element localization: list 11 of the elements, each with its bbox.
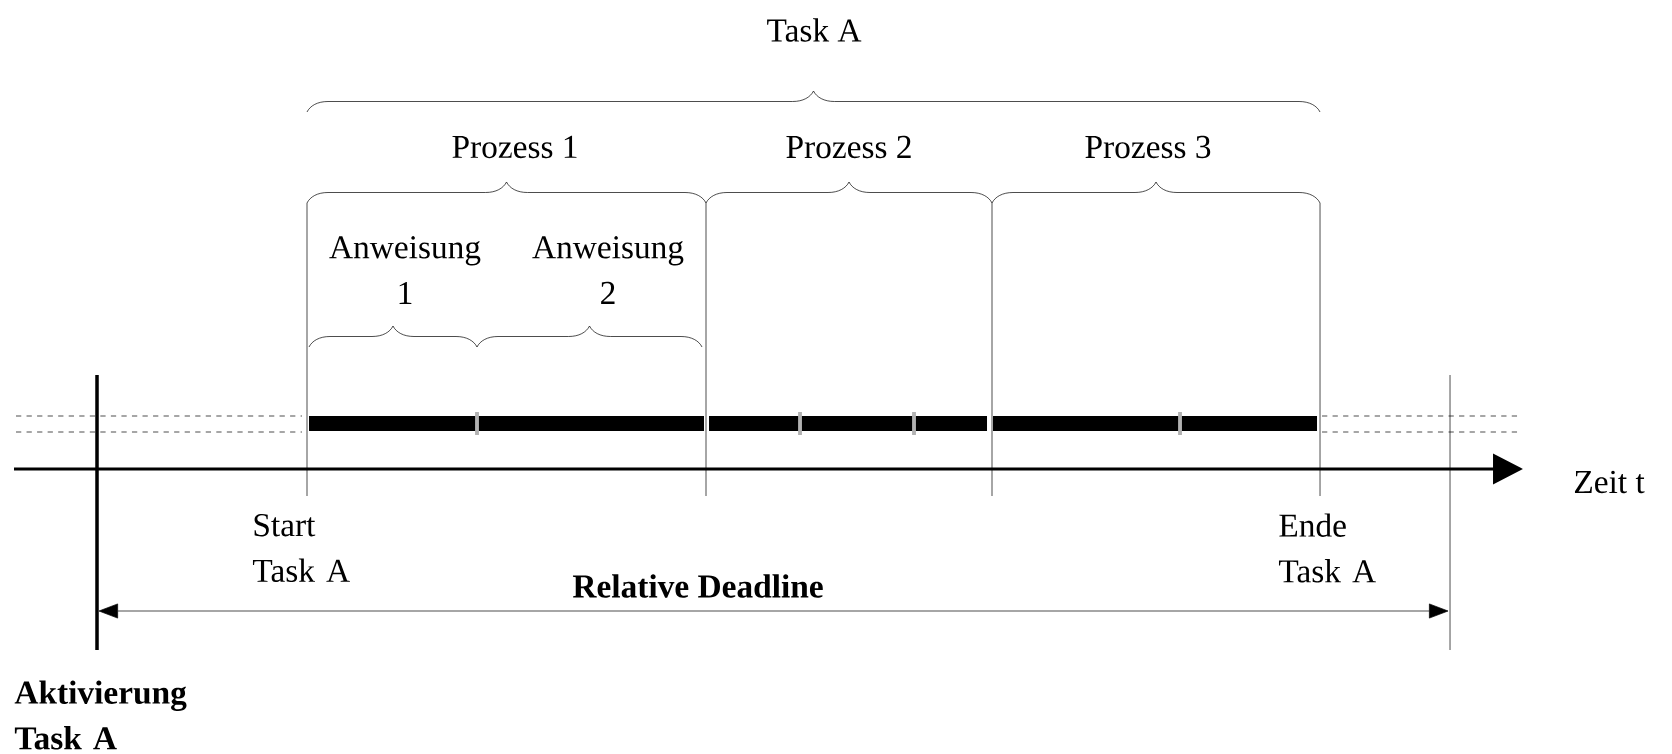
dimension-label: Relative Deadline [572, 574, 823, 598]
brace-label: Prozess 2 [786, 135, 911, 159]
brace-label: Prozess 1 [452, 135, 577, 159]
axis-label: Zeit t [1574, 470, 1645, 494]
brace-label: Prozess 3 [1085, 135, 1211, 159]
brace-label: Anweisung 2 [532, 236, 684, 304]
event-label: Aktivierung Task A [14, 680, 187, 750]
event-label: Start Task A [252, 513, 350, 583]
event-label: Ende Task A [1279, 513, 1376, 583]
brace-label: Anweisung 1 [329, 236, 481, 304]
brace-label: Task A [767, 18, 862, 42]
